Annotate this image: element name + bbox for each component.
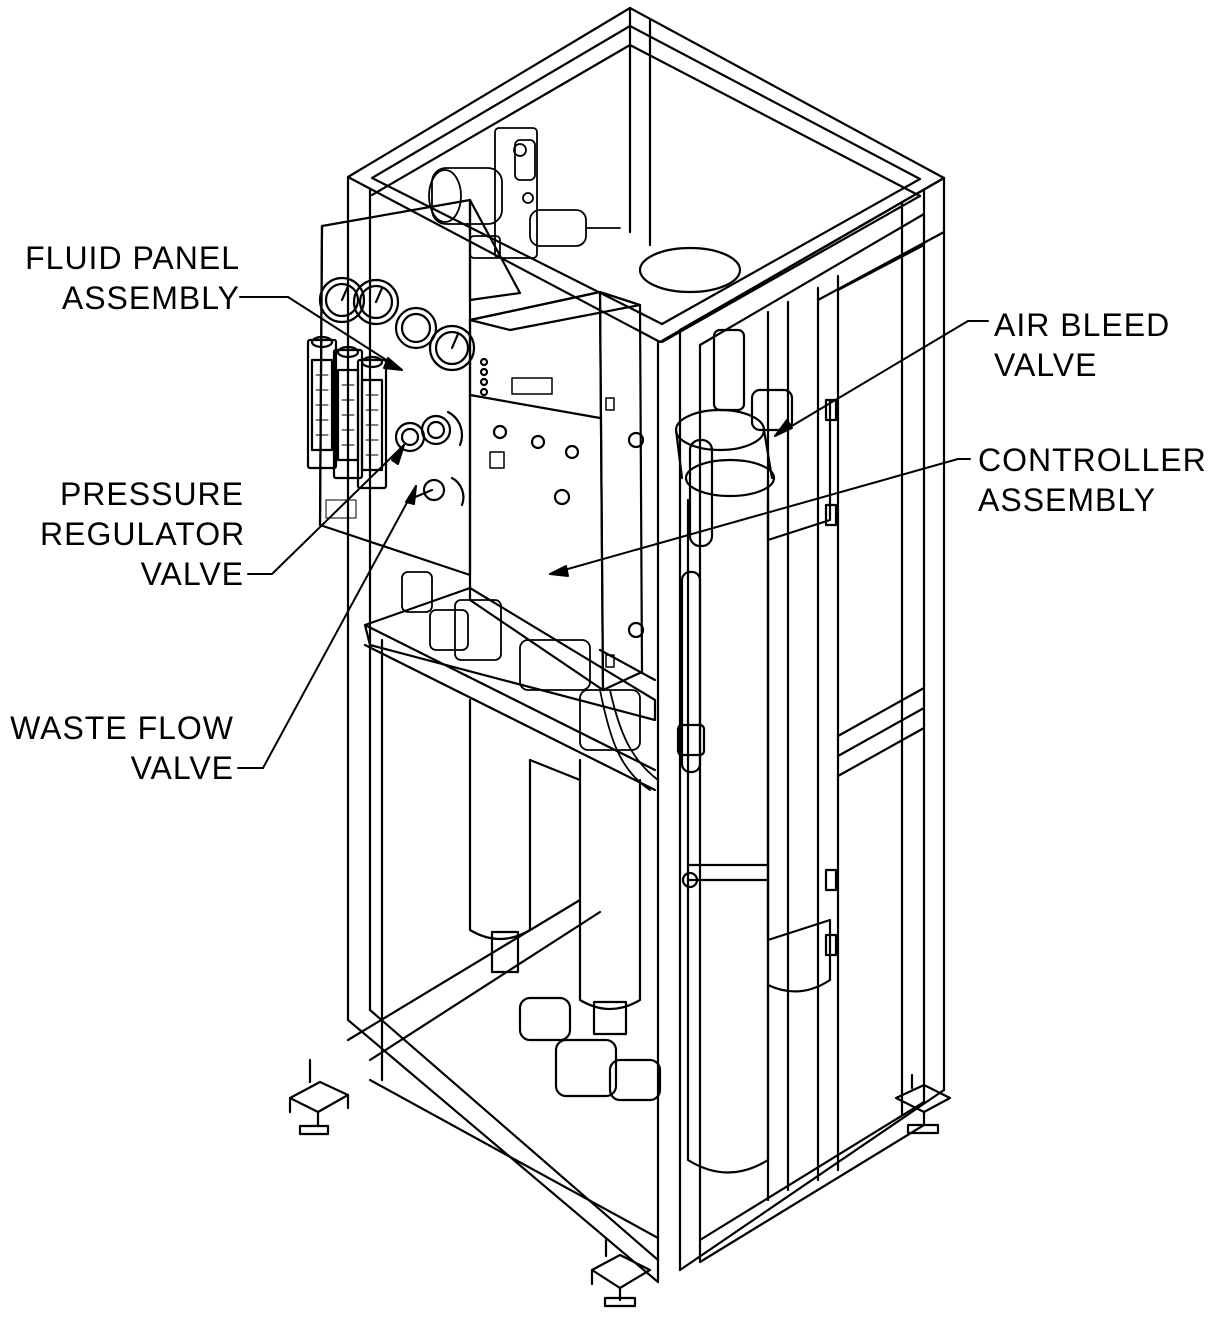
callout-controller-line1: CONTROLLER [978,442,1207,478]
cartridge-filters [468,698,662,1102]
plumbing [401,571,659,791]
mid-shelf [363,586,657,722]
controller-side [598,290,644,692]
membrane-vessels [638,246,838,1174]
gauge-4 [428,324,476,372]
callout-waste-flow-valve: WASTE FLOW VALVE [8,708,234,788]
gauge-1 [318,276,366,324]
gauge-2 [352,278,400,326]
frame-top-outer [346,6,946,344]
frame [288,6,952,1308]
callout-controller-line2: ASSEMBLY [978,482,1157,518]
callout-air-bleed-valve: AIR BLEED VALVE [994,305,1204,385]
vessel-front [686,498,770,1174]
cartridge-1 [468,698,532,940]
pressure-regulator-knob [394,421,426,453]
callout-fluid-panel-line2: ASSEMBLY [61,280,240,316]
callout-fluid-panel-line1: FLUID PANEL [25,240,240,276]
callout-air-bleed-line2: VALVE [994,347,1098,383]
controller-box [468,290,645,692]
callout-waste-flow-line2: VALVE [130,750,234,786]
frame-top-inner [370,24,922,326]
callout-pressure-regulator-line2: REGULATOR [40,516,246,552]
controller-front [468,290,605,692]
callout-air-bleed-line1: AIR BLEED [994,307,1171,343]
callout-waste-flow-line1: WASTE FLOW [10,710,234,746]
leader-lines [237,296,989,769]
fluid-panel [306,198,522,577]
callout-pressure-regulator-line1: PRESSURE [59,476,244,512]
cartridge-2 [578,758,642,1010]
top-components [428,127,621,259]
callout-pressure-regulator-valve: PRESSURE REGULATOR VALVE [40,474,244,594]
flowmeter-3 [356,358,388,490]
flowmeter-1 [306,338,338,470]
callout-pressure-regulator-line3: VALVE [140,556,244,592]
callout-fluid-panel-assembly: FLUID PANEL ASSEMBLY [18,238,240,318]
callout-controller-assembly: CONTROLLER ASSEMBLY [978,440,1207,520]
fluid-panel-face [318,198,472,577]
gauge-3 [394,306,438,350]
